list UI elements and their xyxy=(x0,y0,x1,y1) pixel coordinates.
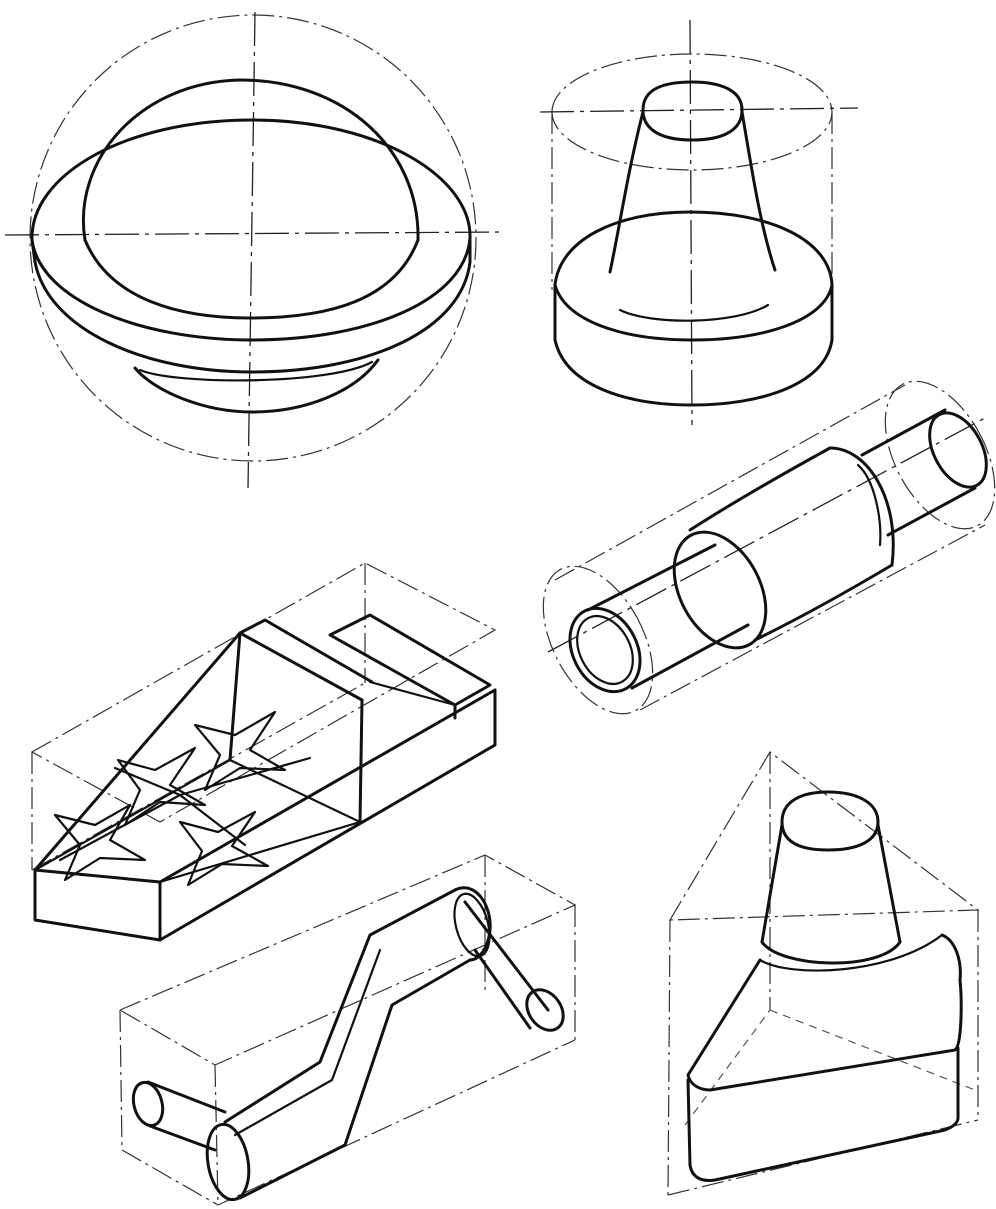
envelope-bottom-line xyxy=(639,524,986,711)
flange-bottom-front xyxy=(33,260,472,374)
right-end-face xyxy=(928,411,988,489)
disc-bottom-front xyxy=(553,338,834,407)
panel-crank-arm xyxy=(118,854,577,1206)
collar-body-top xyxy=(688,446,832,532)
arm-bottom-edge xyxy=(238,958,472,1200)
frustum-top-ellipse xyxy=(780,790,880,852)
pocket-4-star xyxy=(178,810,270,887)
raised-wall-top xyxy=(238,618,374,684)
boss-left-flank xyxy=(608,110,645,274)
hidden-diagonal-2 xyxy=(769,1009,976,1091)
disc-top-front xyxy=(553,283,834,342)
boss-top-ellipse xyxy=(641,80,744,142)
step-top-face xyxy=(328,613,492,707)
bounding-box-bottom xyxy=(121,1039,576,1206)
left-pin-end-face xyxy=(131,1080,165,1128)
right-boss-face xyxy=(453,892,491,958)
step-inner-edge xyxy=(368,680,457,707)
left-pin-top xyxy=(146,1080,227,1114)
left-end-face xyxy=(568,606,642,694)
flange-top-front xyxy=(30,236,472,342)
right-journal-top xyxy=(860,408,947,457)
right-pin-end-face xyxy=(525,988,565,1032)
collar-left-face xyxy=(672,530,768,650)
hidden-diagonal-1 xyxy=(684,1009,771,1126)
pocket-1-star xyxy=(116,746,207,827)
horizontal-axis xyxy=(4,231,506,236)
bounding-box-left-edge xyxy=(119,1009,123,1151)
frustum-base-arc xyxy=(760,940,902,965)
base-top-back-curve xyxy=(758,933,944,972)
bounding-box-hidden-bottom xyxy=(31,682,366,871)
bounding-prism-top xyxy=(668,751,980,921)
panel-slotted-block xyxy=(30,562,497,942)
bounding-sphere-outline xyxy=(29,14,477,462)
end-envelope-left xyxy=(542,565,654,715)
right-journal-bottom xyxy=(886,486,977,537)
pocket-divider-horizontal xyxy=(58,756,312,862)
lower-dome-rim xyxy=(138,360,374,382)
arm-top-edge xyxy=(223,888,457,1124)
left-journal-bottom xyxy=(630,623,750,690)
collar-right-face xyxy=(828,446,895,567)
right-pin-bottom xyxy=(473,948,532,1030)
envelope-top-line xyxy=(554,384,906,581)
base-left-edge xyxy=(686,1078,692,1167)
panel-frustum-on-triangular-base xyxy=(667,751,980,1196)
flange-top-ellipse xyxy=(30,118,472,242)
dome-base-arc xyxy=(83,238,420,320)
raised-wall-rise xyxy=(228,631,242,762)
bounding-box-top xyxy=(30,562,497,823)
flange-left-side xyxy=(30,238,37,264)
bounding-box-front-edge xyxy=(214,1064,219,1206)
pocket-3-star xyxy=(53,803,147,882)
bounding-box-top xyxy=(118,854,577,1066)
left-end-chamfer xyxy=(576,615,634,685)
vertical-axis xyxy=(247,11,256,489)
panel-conical-boss-on-disc xyxy=(539,19,859,426)
frustum-right-flank xyxy=(876,823,902,944)
left-journal-top xyxy=(586,543,717,612)
panel-hemisphere-on-flange xyxy=(4,11,506,489)
pocket-2-star xyxy=(193,710,287,792)
raised-wall-front xyxy=(358,698,364,824)
lower-dome-outline xyxy=(133,358,380,414)
horizontal-axis xyxy=(539,107,859,113)
left-pin-bottom xyxy=(148,1124,217,1152)
dome-outline xyxy=(82,78,420,242)
arm-inner-edge xyxy=(233,948,382,1137)
base-top-outline xyxy=(686,933,963,1092)
end-envelope-right xyxy=(884,380,996,530)
step-ring-edge xyxy=(856,463,882,547)
disc-top-back xyxy=(553,210,834,287)
vertical-axis xyxy=(689,19,693,426)
bounding-cylinder-top xyxy=(551,53,833,171)
panel-stepped-shaft xyxy=(542,380,996,715)
frustum-left-flank xyxy=(760,823,784,944)
boss-right-flank xyxy=(740,110,777,272)
shaft-axis xyxy=(547,417,986,653)
base-bottom-outline xyxy=(688,1116,960,1182)
block-right-top-edge xyxy=(158,688,497,884)
fillet-front-arc xyxy=(618,303,770,322)
left-boss-face xyxy=(205,1122,251,1202)
bounding-prism-left-edge xyxy=(667,919,671,1196)
pocket-divider-vertical xyxy=(113,766,247,847)
collar-body-bottom xyxy=(753,563,894,642)
raised-wall-left xyxy=(33,631,364,872)
